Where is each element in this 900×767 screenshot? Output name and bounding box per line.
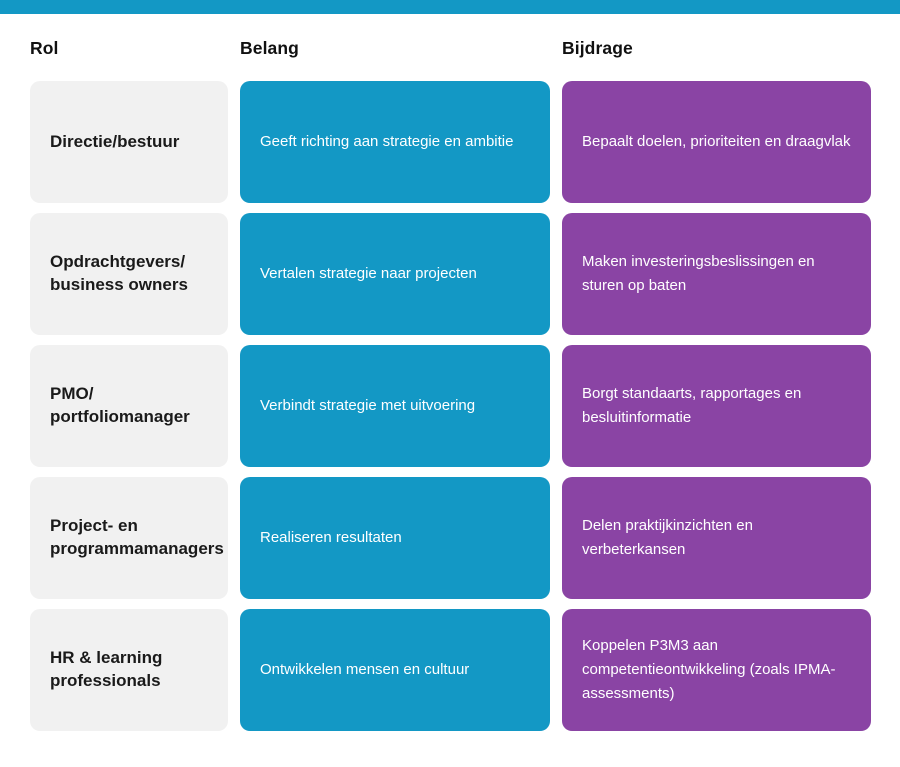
- bijdrage-card: Borgt standaarts, rapportages en besluit…: [562, 345, 871, 467]
- rol-card: HR & learning professionals: [30, 609, 228, 731]
- rol-card: PMO/ portfoliomanager: [30, 345, 228, 467]
- column-header-bijdrage: Bijdrage: [562, 38, 633, 58]
- content-area: Rol Belang Bijdrage Directie/bestuur Gee…: [30, 14, 871, 731]
- rol-card: Opdrachtgevers/ business owners: [30, 213, 228, 335]
- bijdrage-card: Bepaalt doelen, prioriteiten en draagvla…: [562, 81, 871, 203]
- bijdrage-card: Maken investeringsbeslissingen en sturen…: [562, 213, 871, 335]
- bijdrage-card: Koppelen P3M3 aan competentieontwikkelin…: [562, 609, 871, 731]
- column-header-belang: Belang: [240, 38, 299, 58]
- top-accent-bar: [0, 0, 900, 14]
- roles-grid: Directie/bestuur Geeft richting aan stra…: [30, 81, 871, 731]
- belang-card: Vertalen strategie naar projecten: [240, 213, 550, 335]
- bijdrage-card: Delen praktijkinzichten en verbeterkanse…: [562, 477, 871, 599]
- column-headers: Rol Belang Bijdrage: [30, 38, 871, 59]
- belang-card: Geeft richting aan strategie en ambitie: [240, 81, 550, 203]
- belang-card: Realiseren resultaten: [240, 477, 550, 599]
- column-header-rol: Rol: [30, 38, 59, 58]
- belang-card: Ontwikkelen mensen en cultuur: [240, 609, 550, 731]
- rol-card: Project- en programmamanagers: [30, 477, 228, 599]
- belang-card: Verbindt strategie met uitvoering: [240, 345, 550, 467]
- rol-card: Directie/bestuur: [30, 81, 228, 203]
